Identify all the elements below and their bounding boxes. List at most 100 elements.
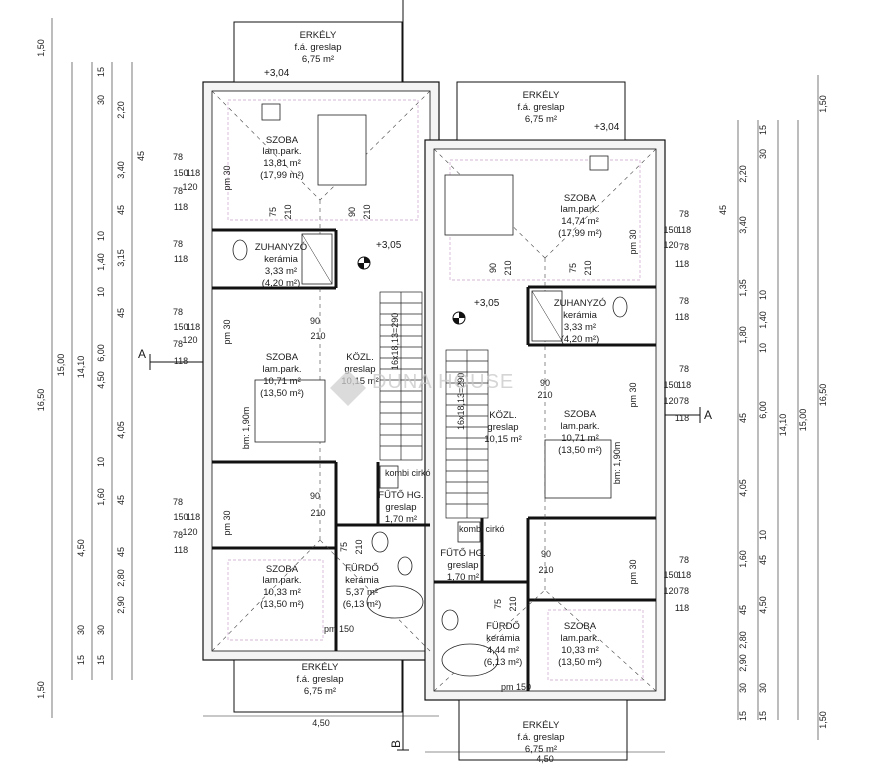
svg-text:120: 120 — [663, 586, 678, 596]
svg-text:78: 78 — [679, 209, 689, 219]
svg-text:210: 210 — [508, 596, 518, 611]
bed-left-2-icon — [254, 379, 326, 443]
svg-text:150: 150 — [173, 322, 188, 332]
room-name: SZOBA — [564, 193, 597, 204]
svg-text:210: 210 — [310, 331, 325, 341]
svg-text:6,75 m²: 6,75 m² — [302, 54, 334, 65]
svg-text:45: 45 — [738, 605, 748, 615]
section-a-left-label: A — [138, 347, 146, 361]
room-area: 5,37 m² — [346, 587, 378, 598]
svg-text:15: 15 — [758, 711, 768, 721]
bed-right-1-icon — [444, 174, 514, 236]
watermark-text: DUNA HOUSE — [372, 371, 514, 393]
width-right-label: 4,50 — [536, 754, 554, 764]
toilet-right-2-icon — [441, 609, 459, 631]
svg-text:ZUHANYZÓ: ZUHANYZÓ — [554, 298, 606, 309]
room-floor: kerámia — [345, 575, 380, 586]
svg-text:pm 30: pm 30 — [628, 229, 638, 254]
toilet-left-2-icon — [371, 531, 389, 553]
svg-text:78: 78 — [679, 296, 689, 306]
level-right-top: +3,04 — [594, 122, 620, 133]
svg-text:30: 30 — [96, 625, 106, 635]
svg-text:15: 15 — [758, 125, 768, 135]
room-floor: f.á. greslap — [295, 42, 342, 53]
svg-text:1,40: 1,40 — [96, 253, 106, 271]
svg-text:6,00: 6,00 — [758, 401, 768, 419]
svg-text:f.á. greslap: f.á. greslap — [518, 732, 565, 743]
svg-text:3,33 m²: 3,33 m² — [564, 322, 596, 333]
svg-text:(6,13 m²): (6,13 m²) — [343, 599, 382, 610]
room-area: 10,15 m² — [484, 434, 522, 445]
room-gross-area: (6,13 m²) — [484, 657, 523, 668]
stair-right-label: 16x18,13=290 — [456, 373, 466, 430]
svg-text:210: 210 — [362, 204, 372, 219]
svg-text:45: 45 — [758, 555, 768, 565]
svg-text:78: 78 — [173, 530, 183, 540]
room-floor: lam.park. — [560, 421, 599, 432]
room-area: 3,33 m² — [564, 322, 596, 333]
svg-text:ERKÉLY: ERKÉLY — [300, 30, 337, 41]
svg-text:15: 15 — [96, 67, 106, 77]
svg-text:30: 30 — [96, 95, 106, 105]
room-floor: lam.park. — [262, 575, 301, 586]
svg-text:1,70 m²: 1,70 m² — [385, 514, 417, 525]
stair-right — [445, 349, 489, 519]
svg-text:45: 45 — [738, 413, 748, 423]
svg-text:greslap: greslap — [344, 364, 375, 375]
nightstand-left-1-icon — [261, 103, 281, 121]
room-area: 14,74 m² — [561, 216, 599, 227]
svg-text:KÖZL.: KÖZL. — [489, 410, 516, 421]
bed-left-1-icon — [317, 114, 367, 186]
svg-text:10: 10 — [96, 457, 106, 467]
svg-text:90: 90 — [310, 491, 320, 501]
watermark: DUNA HOUSE — [330, 370, 514, 406]
dim-chains-right: 1,50 16,50 1,50 15,00 14,10 2,20 3,40 1,… — [718, 75, 828, 740]
svg-text:kerámia: kerámia — [345, 575, 380, 586]
svg-text:(13,50 m²): (13,50 m²) — [260, 599, 304, 610]
room-area: 6,75 m² — [302, 54, 334, 65]
svg-text:2,90: 2,90 — [116, 596, 126, 614]
svg-text:118: 118 — [677, 380, 691, 390]
room-name: FŰTŐ HG. — [378, 490, 423, 501]
svg-text:30: 30 — [758, 683, 768, 693]
room-name: ERKÉLY — [523, 720, 560, 731]
kombi-right-icon — [457, 521, 481, 543]
svg-text:10: 10 — [96, 287, 106, 297]
room-area: 10,33 m² — [561, 645, 599, 656]
svg-text:150: 150 — [173, 512, 188, 522]
svg-text:bm: 1,90m: bm: 1,90m — [241, 407, 251, 450]
svg-text:pm 30: pm 30 — [628, 382, 638, 407]
room-gross-area: (17,99 m²) — [260, 170, 304, 181]
svg-text:75: 75 — [268, 207, 278, 217]
svg-text:(4,20 m²): (4,20 m²) — [561, 334, 600, 345]
svg-text:4,50: 4,50 — [758, 596, 768, 614]
svg-text:kerámia: kerámia — [264, 254, 299, 265]
level-marker-left — [357, 256, 371, 270]
bed-right-2-icon — [544, 439, 612, 499]
svg-text:2,20: 2,20 — [116, 101, 126, 119]
room-floor: lam.park. — [560, 204, 599, 215]
svg-text:FŰTŐ HG.: FŰTŐ HG. — [378, 490, 423, 501]
svg-text:(13,50 m²): (13,50 m²) — [260, 388, 304, 399]
svg-text:14,10: 14,10 — [76, 356, 86, 379]
left-interior-walls — [212, 228, 430, 651]
svg-text:90: 90 — [488, 263, 498, 273]
svg-text:(17,99 m²): (17,99 m²) — [558, 228, 602, 239]
roof-lines — [211, 90, 657, 692]
svg-text:45: 45 — [718, 205, 728, 215]
room-floor: kerámia — [264, 254, 299, 265]
svg-text:1,35: 1,35 — [738, 279, 748, 297]
room-area: 1,70 m² — [385, 514, 417, 525]
window-dims-right: 78 150 118 120 78 118 78 118 78 150 118 … — [663, 209, 691, 613]
svg-text:120: 120 — [663, 396, 678, 406]
svg-text:5,37 m²: 5,37 m² — [346, 587, 378, 598]
section-mark-b: B — [389, 0, 409, 751]
svg-text:pm 150: pm 150 — [324, 624, 354, 634]
svg-text:118: 118 — [174, 202, 188, 212]
svg-text:SZOBA: SZOBA — [564, 621, 597, 632]
svg-text:150: 150 — [663, 570, 678, 580]
balcony-bottom-left — [233, 659, 403, 713]
balcony-top-right — [456, 81, 626, 141]
bed-height-labels: pm 30 pm 30 pm 30 bm: 1,90m pm 30 pm 30 … — [222, 165, 638, 692]
nightstand-right-1-icon — [589, 155, 609, 171]
